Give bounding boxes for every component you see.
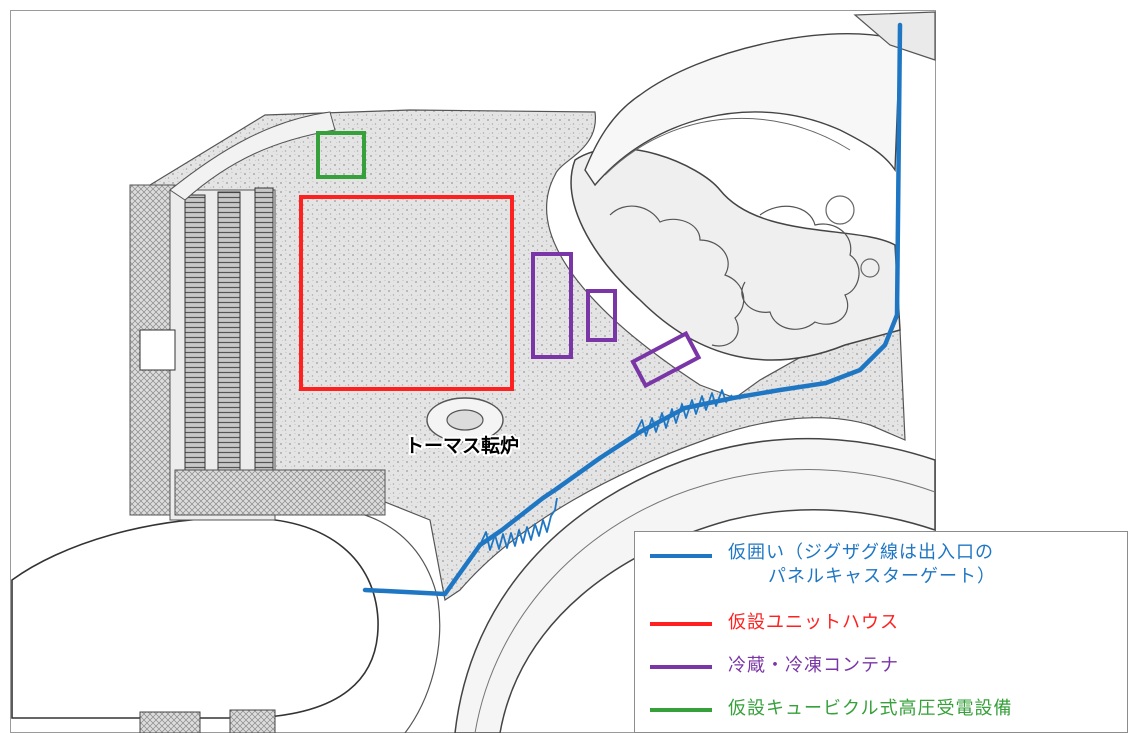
garden-ring — [860, 258, 880, 278]
garden-shrubs — [609, 205, 860, 347]
platform-bottom — [174, 469, 386, 516]
lower-walkway — [454, 437, 936, 733]
bottom-block-1 — [139, 711, 201, 733]
garden-fountain — [825, 195, 855, 225]
rail-3 — [254, 187, 274, 479]
bottom-block-2 — [229, 709, 276, 733]
legend-cubicle-label: 仮設キュービクル式高圧受電設備 — [728, 698, 1013, 719]
gate-zigzag-2 — [635, 389, 733, 437]
converter-ring-inner — [446, 409, 484, 431]
container-marker-3 — [630, 330, 702, 389]
container-swatch — [650, 665, 712, 669]
lower-walkway-inner — [474, 469, 936, 733]
container-marker-2 — [586, 289, 617, 342]
legend-unit-house-label: 仮設ユニットハウス — [728, 612, 899, 633]
legend: 仮囲い（ジグザグ線は出入口の パネルキャスターゲート） 仮設ユニットハウス 冷蔵… — [634, 531, 1128, 733]
cubicle-marker — [316, 131, 366, 179]
gate-zigzag-1 — [479, 497, 558, 551]
converter-label: トーマス転炉 — [405, 434, 519, 457]
legend-fence-line1: 仮囲い（ジグザグ線は出入口の — [728, 542, 994, 563]
top-arc-strip — [169, 111, 336, 201]
rail-2 — [217, 191, 241, 478]
left-doorway — [139, 329, 176, 371]
container-marker-1 — [531, 252, 573, 359]
garden-bed — [570, 147, 901, 361]
unit-house-marker — [299, 195, 514, 391]
legend-container-label: 冷蔵・冷凍コンテナ — [728, 655, 899, 676]
upper-walkway-edge — [604, 117, 851, 176]
unit-house-swatch — [650, 622, 712, 626]
legend-fence-line2: パネルキャスターゲート） — [768, 566, 996, 587]
fence-line — [362, 22, 903, 597]
cubicle-swatch — [650, 708, 712, 712]
upper-building — [853, 11, 936, 61]
rail-1 — [184, 194, 206, 476]
fence-swatch — [650, 554, 712, 558]
oval-lawn — [11, 517, 379, 719]
